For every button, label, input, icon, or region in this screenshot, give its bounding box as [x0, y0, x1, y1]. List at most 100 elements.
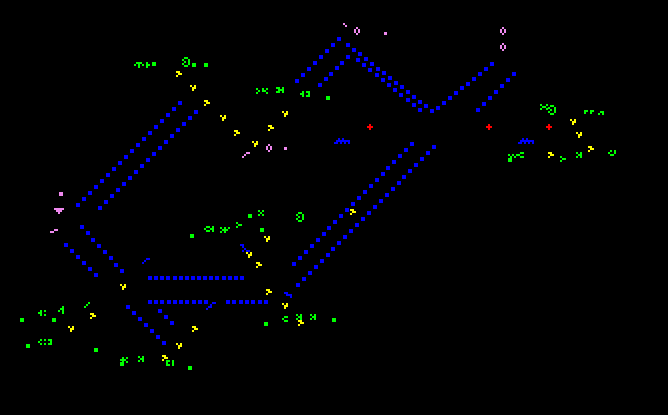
glider [268, 129, 270, 131]
oscillator [146, 62, 148, 64]
glider [194, 328, 196, 330]
glider [206, 100, 208, 102]
glider [192, 326, 194, 328]
glider [300, 322, 302, 324]
glider [234, 134, 236, 136]
glider [350, 213, 352, 215]
eater [286, 292, 288, 294]
wire-cell [408, 169, 412, 173]
eater [242, 250, 244, 252]
oscillator [610, 154, 612, 156]
still-block [260, 228, 264, 232]
wire-cell [346, 43, 350, 47]
wire-cell [318, 83, 322, 87]
oscillator [50, 339, 52, 341]
wire-cell [188, 116, 192, 120]
wire-cell [148, 131, 152, 135]
oscillator [182, 63, 184, 65]
oscillator [258, 210, 260, 212]
eater [286, 294, 288, 296]
oscillator [306, 95, 308, 97]
still-block [190, 234, 194, 238]
oscillator [84, 306, 86, 308]
oscillator [172, 360, 174, 362]
eater [336, 140, 338, 142]
wire-cell [173, 276, 177, 280]
wire-cell [325, 49, 329, 53]
reflector [270, 146, 272, 148]
glider [252, 141, 254, 143]
oscillator [258, 90, 260, 92]
wire-cell [179, 300, 183, 304]
wire-cell [179, 276, 183, 280]
oscillator [146, 66, 148, 68]
oscillator [544, 106, 546, 108]
oscillator [236, 222, 238, 224]
wire-cell [391, 187, 395, 191]
oscillator [302, 218, 304, 220]
wire-cell [110, 194, 114, 198]
oscillator [142, 356, 144, 358]
wire-cell [64, 243, 68, 247]
oscillator [50, 343, 52, 345]
oscillator [266, 92, 268, 94]
oscillator [584, 112, 586, 114]
glider [354, 211, 356, 213]
reflector [50, 231, 52, 233]
oscillator [610, 150, 612, 152]
eater [288, 294, 290, 296]
oscillator [300, 316, 302, 318]
wire-cell [240, 276, 244, 280]
glider [162, 355, 164, 357]
glider [224, 115, 226, 117]
wire-cell [98, 206, 102, 210]
wire-cell [146, 158, 150, 162]
wire-cell [148, 276, 152, 280]
wire-cell [399, 93, 403, 97]
eater [146, 258, 148, 260]
eater [290, 294, 292, 296]
glider [178, 345, 180, 347]
glider [548, 152, 550, 154]
still-block [94, 348, 98, 352]
glider [248, 256, 250, 258]
glider [192, 330, 194, 332]
eater [528, 142, 530, 144]
glider [578, 136, 580, 138]
wire-cell [322, 232, 326, 236]
wire-cell [340, 61, 344, 65]
still-block [204, 63, 208, 67]
wire-cell [339, 214, 343, 218]
oscillator [224, 229, 226, 231]
oscillator [580, 156, 582, 158]
wire-cell [301, 73, 305, 77]
wire-cell [385, 193, 389, 197]
glider [194, 87, 196, 89]
glider [580, 132, 582, 134]
oscillator [280, 89, 282, 91]
wire-cell [454, 91, 458, 95]
glider [588, 150, 590, 152]
eater [208, 306, 210, 308]
eater [248, 250, 250, 252]
marker [548, 124, 550, 126]
glider [190, 85, 192, 87]
marker [486, 126, 488, 128]
wire-cell [331, 43, 335, 47]
glider [224, 117, 226, 119]
wire-cell [307, 67, 311, 71]
oscillator [586, 110, 588, 112]
oscillator [62, 306, 64, 308]
oscillator [228, 227, 230, 229]
eater [526, 140, 528, 142]
oscillator [172, 362, 174, 364]
oscillator [542, 106, 544, 108]
oscillator [146, 64, 148, 66]
oscillator [40, 312, 42, 314]
glider [548, 156, 550, 158]
wire-cell [191, 276, 195, 280]
oscillator [48, 339, 50, 341]
still-block [264, 322, 268, 326]
